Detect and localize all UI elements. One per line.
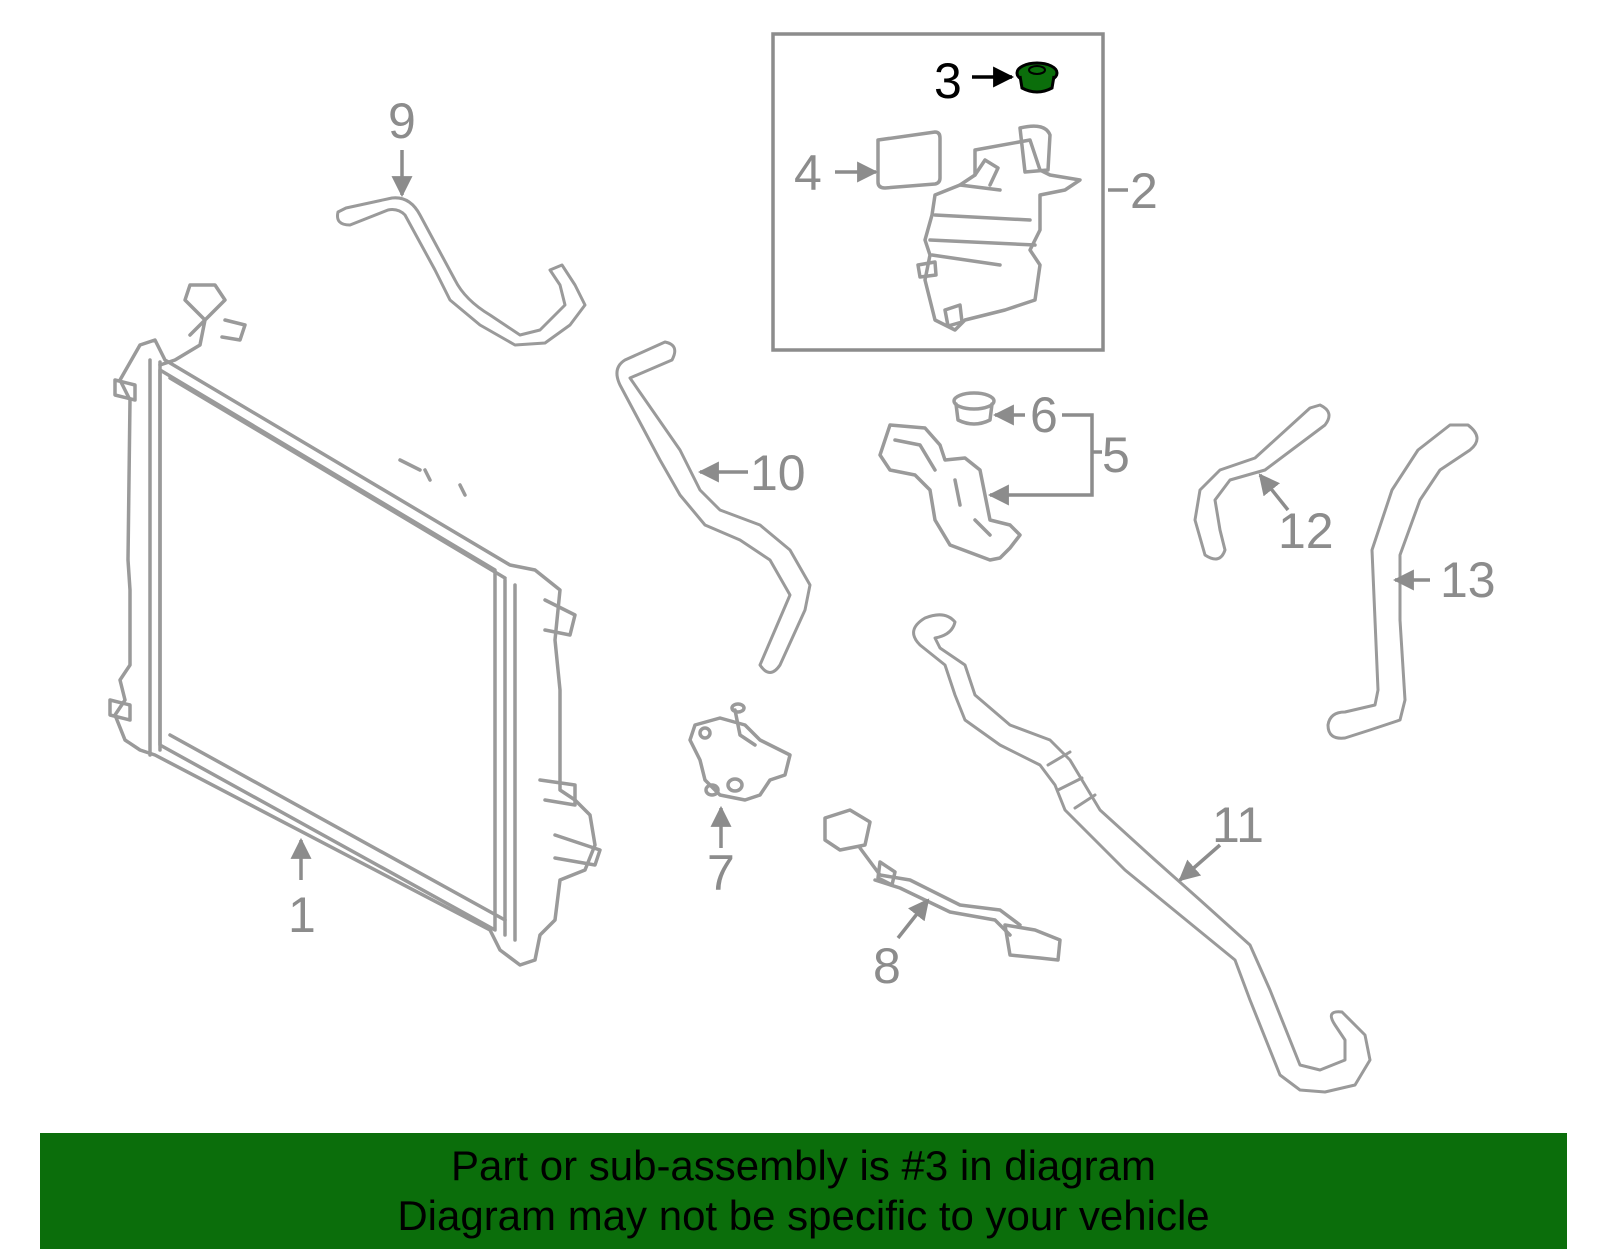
part-4-label-plate[interactable] <box>876 130 942 190</box>
part-5-bracket[interactable] <box>878 423 1022 562</box>
part-9-upper-hose[interactable] <box>336 196 587 347</box>
part-7-water-pump[interactable] <box>688 702 792 802</box>
leader-11 <box>1178 843 1222 882</box>
part-11-hose[interactable] <box>912 613 1372 1094</box>
part-8-wiring-harness[interactable] <box>823 808 1062 962</box>
callout-13[interactable]: 13 <box>1440 552 1496 608</box>
part-3-reservoir-cap[interactable] <box>1015 61 1059 94</box>
part-1-radiator[interactable] <box>108 283 602 967</box>
part-2-reservoir-tank[interactable] <box>916 124 1082 332</box>
callout-11[interactable]: 11 <box>1212 797 1264 853</box>
leader-5 <box>987 413 1094 506</box>
leader-12 <box>1258 473 1290 512</box>
callout-12[interactable]: 12 <box>1278 503 1334 559</box>
part-6-grommet[interactable] <box>952 391 996 426</box>
part-10-hose[interactable] <box>615 340 812 674</box>
info-banner: Part or sub-assembly is #3 in diagram Di… <box>40 1133 1567 1249</box>
callout-7[interactable]: 7 <box>707 845 735 901</box>
part-12-hose[interactable] <box>1193 403 1331 561</box>
callout-6[interactable]: 6 <box>1030 387 1058 443</box>
callout-3[interactable]: 3 <box>934 53 962 109</box>
callout-4[interactable]: 4 <box>794 145 822 201</box>
callout-9[interactable]: 9 <box>388 93 416 149</box>
leader-8 <box>896 898 930 940</box>
callout-2[interactable]: 2 <box>1130 163 1158 219</box>
banner-line-part: Part or sub-assembly is #3 in diagram <box>451 1142 1156 1189</box>
callout-1[interactable]: 1 <box>288 887 316 943</box>
callout-10[interactable]: 10 <box>750 445 806 501</box>
callout-8[interactable]: 8 <box>873 938 901 994</box>
part-13-hose[interactable] <box>1326 423 1479 740</box>
callout-5[interactable]: 5 <box>1102 427 1130 483</box>
banner-line-disclaimer: Diagram may not be specific to your vehi… <box>397 1192 1210 1239</box>
